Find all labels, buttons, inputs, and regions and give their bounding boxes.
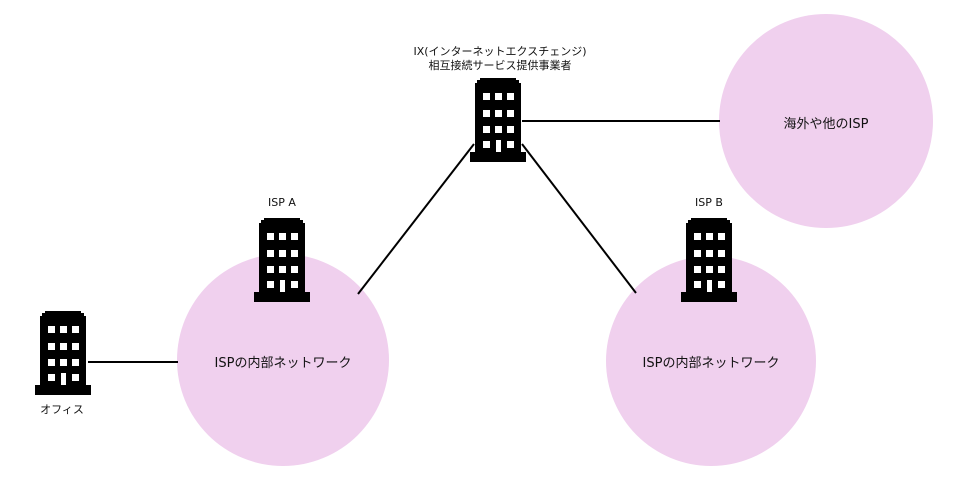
ix-label-line2: 相互接続サービス提供事業者 [428, 59, 572, 72]
overseas-network-cloud [719, 14, 933, 228]
office-label: オフィス [40, 403, 84, 416]
edge-ix-isp-a [357, 143, 475, 295]
ix-building-icon [470, 78, 526, 162]
ix-label: IX(インターネットエクスチェンジ) 相互接続サービス提供事業者 [398, 45, 602, 73]
isp-a-label: ISP A [268, 196, 296, 209]
isp-b-network-label: ISPの内部ネットワーク [642, 356, 780, 371]
ix-label-line1: IX(インターネットエクスチェンジ) [413, 45, 587, 58]
isp-a-building-icon [254, 218, 310, 302]
isp-b-network-cloud [606, 256, 816, 466]
isp-a-network-cloud [177, 254, 389, 466]
overseas-network-label: 海外や他のISP [783, 117, 869, 132]
isp-b-building-icon [681, 218, 737, 302]
edge-ix-isp-b [521, 143, 637, 294]
isp-b-label: ISP B [695, 196, 723, 209]
office-building-icon [35, 311, 91, 395]
isp-a-network-label: ISPの内部ネットワーク [214, 356, 352, 371]
